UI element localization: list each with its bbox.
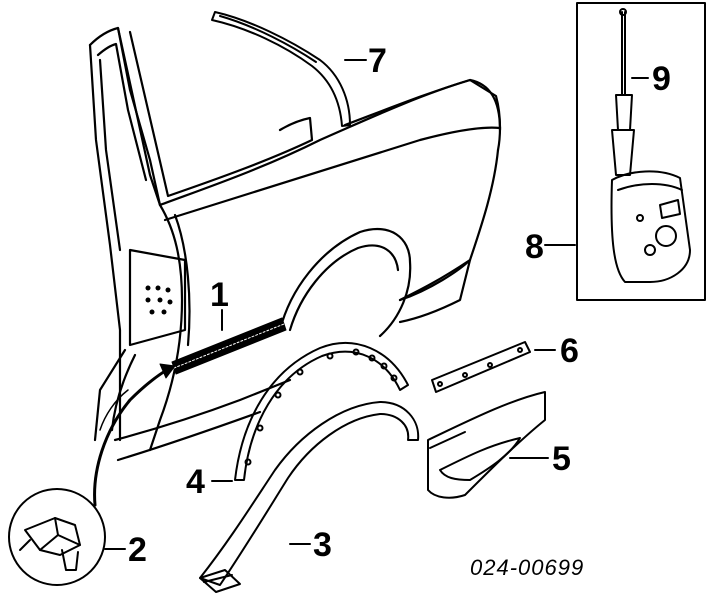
- callout-5: 5: [552, 440, 571, 478]
- callout-2: 2: [128, 531, 147, 569]
- part-6-strip: [431, 341, 556, 393]
- callout-6: 6: [560, 332, 579, 370]
- clip-arrow: [93, 363, 176, 507]
- part-3-trim: [199, 401, 420, 593]
- callout-1: 1: [210, 276, 229, 314]
- callout-8: 8: [525, 228, 544, 266]
- callout-4: 4: [186, 463, 205, 501]
- antenna-inset: [544, 2, 706, 301]
- part-5-endcap: [427, 391, 549, 499]
- callout-labels: 1 2 3 4 5 6 7 8 9: [128, 42, 671, 569]
- callout-9: 9: [652, 60, 671, 98]
- part-2-clip: [8, 488, 126, 586]
- part-4-arch: [211, 342, 409, 482]
- callout-7: 7: [368, 42, 387, 80]
- callout-3: 3: [313, 526, 332, 564]
- quarter-panel: [88, 26, 502, 462]
- part-number: 024-00699: [470, 555, 584, 580]
- part-1-molding: [171, 309, 287, 375]
- panel-holes: [145, 285, 173, 315]
- part-7-gutter: [211, 11, 367, 127]
